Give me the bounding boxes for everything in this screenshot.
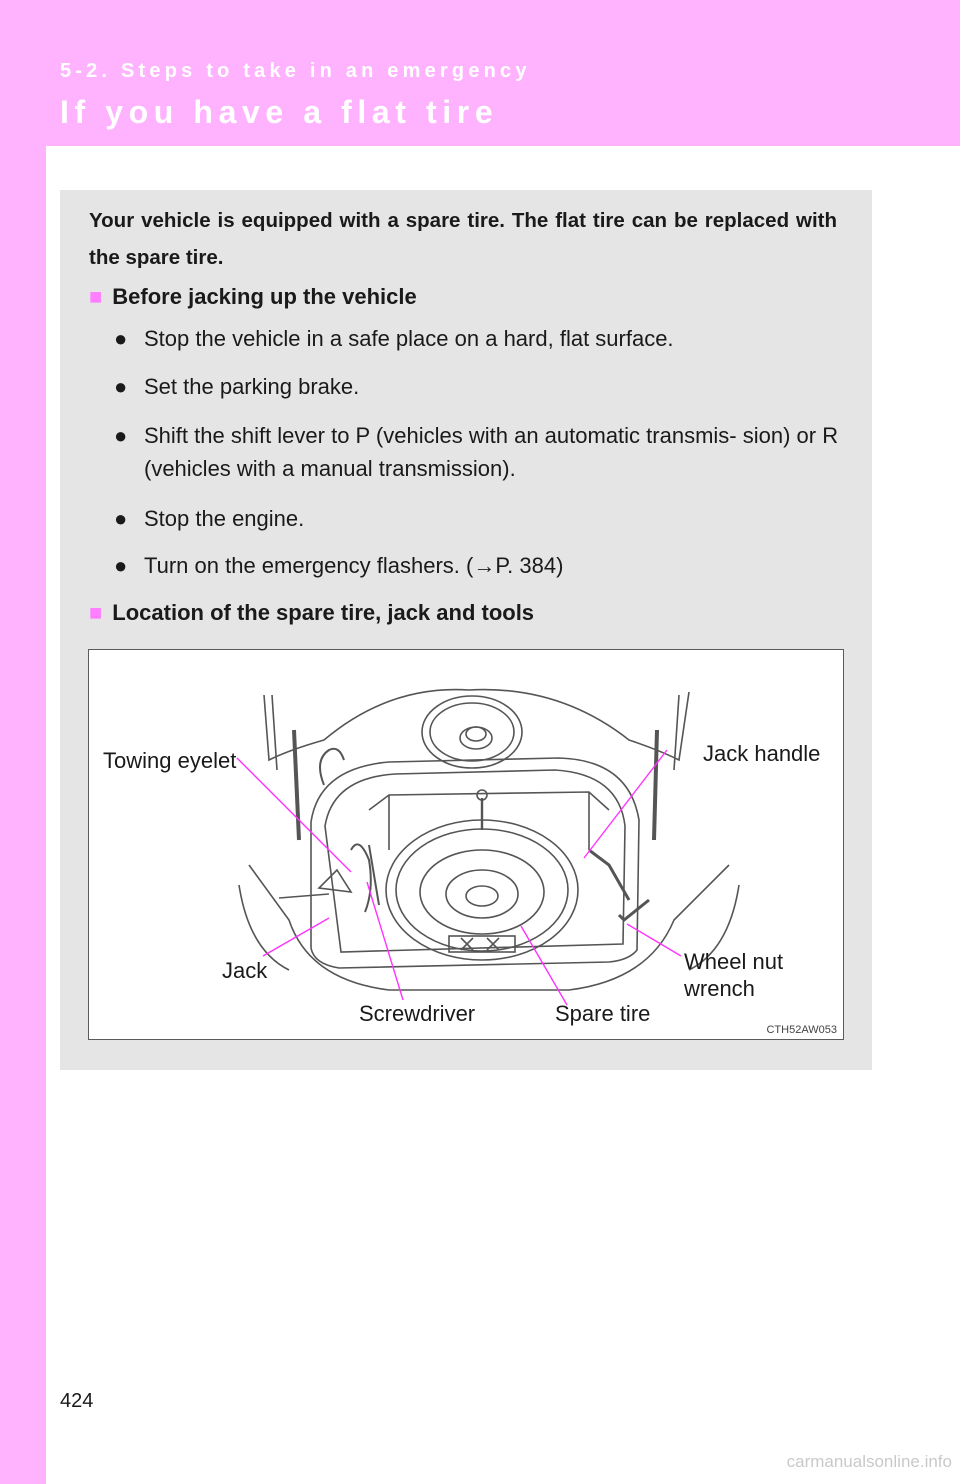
bullet-icon: ● [114,374,128,399]
trunk-illustration: Towing eyelet Jack handle Jack Wheel nut… [88,649,844,1040]
label-wheel-nut-wrench-line2: wrench [684,976,755,1001]
page-header: 5-2. Steps to take in an emergency If yo… [0,0,960,146]
list-item-text: Shift the shift lever to P (vehicles wit… [144,423,839,481]
label-jack: Jack [222,958,268,983]
heading-location: ■ Location of the spare tire, jack and to… [89,600,534,626]
trunk-drawing-icon [236,688,740,1006]
label-jack-handle: Jack handle [703,741,821,766]
list-item-text: Stop the engine. [144,506,305,531]
label-wheel-nut-wrench: Wheel nut [684,949,784,974]
list-item: ● Shift the shift lever to P (vehicles w… [114,419,844,485]
figure-code: CTH52AW053 [766,1024,837,1036]
label-spare-tire: Spare tire [555,1001,651,1026]
heading-text: Before jacking up the vehicle [112,284,417,309]
bullet-icon: ● [114,553,128,578]
label-towing-eyelet: Towing eyelet [103,748,237,773]
section-label: 5-2. Steps to take in an emergency [60,60,531,82]
list-item-text: Turn on the emergency flashers. (→P. 384… [144,553,564,578]
bullet-icon: ● [114,423,128,448]
list-item: ● Stop the engine. [114,502,844,535]
watermark: carmanualsonline.info [786,1452,952,1471]
heading-before-jacking: ■ Before jacking up the vehicle [89,284,417,310]
bullet-icon: ● [114,506,128,531]
heading-marker-icon: ■ [89,600,103,625]
bullet-icon: ● [114,326,128,351]
list-item: ● Turn on the emergency flashers. (→P. 3… [114,549,844,582]
heading-text: Location of the spare tire, jack and too… [112,600,535,625]
list-item-text: Set the parking brake. [144,374,360,399]
list-item: ● Set the parking brake. [114,370,844,403]
list-item-text: Stop the vehicle in a safe place on a ha… [144,326,674,351]
list-item: ● Stop the vehicle in a safe place on a … [114,322,844,355]
left-margin-bar [0,0,46,1484]
page-title: If you have a flat tire [60,94,499,130]
page-number: 424 [60,1390,94,1412]
heading-marker-icon: ■ [89,284,103,309]
intro-text: Your vehicle is equipped with a spare ti… [89,209,837,269]
label-screwdriver: Screwdriver [359,1001,476,1026]
